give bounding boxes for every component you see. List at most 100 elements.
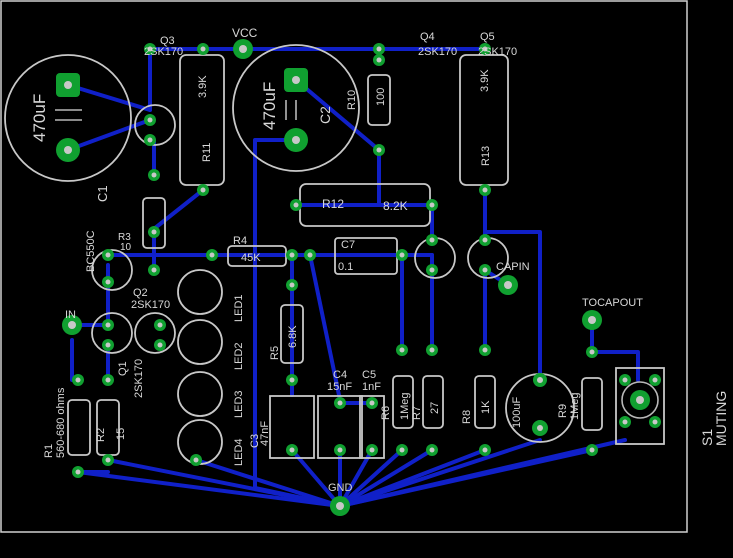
pad-hole	[289, 377, 295, 383]
r5-value: 6.8K	[287, 325, 299, 348]
r11-body	[179, 54, 225, 186]
silkscreen-labels: VCC Q3 2SK170 Q4 2SK170 Q5 2SK170 470uF …	[30, 26, 729, 494]
q1-body	[91, 312, 133, 354]
led3-body	[177, 371, 223, 417]
q1-part: 2SK170	[133, 359, 145, 398]
r6-value: 1Meg	[399, 392, 411, 420]
pad-hole	[369, 447, 375, 453]
pad-hole	[429, 202, 435, 208]
c6-value: 100uF	[511, 397, 523, 428]
pad-hole	[157, 322, 163, 328]
r11-name: R11	[201, 143, 213, 162]
pads	[56, 39, 661, 516]
c4-value: 15nF	[327, 381, 352, 393]
r9-value: 1Meg	[569, 392, 581, 420]
r1-value: 560-680 ohms	[55, 387, 67, 458]
led3-label: LED3	[233, 390, 245, 418]
led2-body	[177, 319, 223, 365]
pad-hole	[151, 229, 157, 235]
pad-hole	[193, 457, 199, 463]
pad-hole	[200, 46, 206, 52]
in-label: IN	[65, 309, 76, 321]
pad-hole	[147, 46, 153, 52]
c3-value: 47nF	[259, 421, 271, 446]
pad-hole	[589, 447, 595, 453]
q4-name: Q4	[420, 31, 435, 43]
c4-body	[317, 395, 363, 459]
pad-hole	[429, 237, 435, 243]
r4-name: R4	[233, 235, 247, 247]
r13-value: 3.9K	[479, 69, 491, 92]
pad-hole	[105, 279, 111, 285]
pad-hole	[482, 187, 488, 193]
vcc-label: VCC	[232, 26, 258, 40]
pad-hole	[429, 347, 435, 353]
r3-name: R3	[118, 232, 131, 243]
bc550c-body	[91, 249, 133, 291]
led2-label: LED2	[233, 342, 245, 370]
r7-name: R7	[411, 406, 423, 420]
pad-hole	[151, 172, 157, 178]
q3-name: Q3	[160, 35, 175, 47]
s1-body	[615, 367, 665, 445]
pad-hole	[376, 147, 382, 153]
copper-traces	[66, 47, 640, 508]
q2-part: 2SK170	[131, 299, 170, 311]
r1-body	[67, 399, 91, 456]
pad-hole	[200, 187, 206, 193]
r5-body	[280, 304, 304, 364]
c1-body	[4, 54, 132, 182]
pad-hole	[293, 202, 299, 208]
pad-hole	[399, 252, 405, 258]
c1-name: C1	[95, 185, 110, 202]
c2-body	[232, 44, 360, 172]
r5-name: R5	[269, 346, 281, 360]
r4-body	[227, 245, 287, 267]
small-pads	[72, 43, 598, 478]
pad-hole	[209, 252, 215, 258]
r12-name: R12	[322, 197, 344, 211]
pad-hole	[105, 377, 111, 383]
pad-hole	[147, 137, 153, 143]
c5-name: C5	[362, 369, 376, 381]
r11-value: 3.9K	[197, 75, 209, 98]
capin-label: CAPIN	[496, 261, 530, 273]
pad-hole	[337, 400, 343, 406]
pad-hole	[482, 267, 488, 273]
board-outline	[0, 0, 688, 533]
q5-part: 2SK170	[478, 46, 517, 58]
q3-body	[134, 104, 176, 146]
r7-value: 27	[429, 402, 441, 414]
r8-body	[474, 375, 496, 429]
r3-body	[142, 197, 166, 249]
pad-hole	[289, 282, 295, 288]
pad-hole	[376, 57, 382, 63]
pad-hole	[105, 322, 111, 328]
c5-value: 1nF	[362, 381, 381, 393]
r12-value: 8.2K	[383, 199, 408, 213]
led4-label: LED4	[233, 438, 245, 466]
c2-value: 470uF	[260, 82, 279, 130]
q3-part: 2SK170	[144, 46, 183, 58]
r2-value: 15	[115, 428, 127, 440]
led1-body	[177, 269, 223, 315]
pad-hole	[75, 469, 81, 475]
c3-name: C3	[249, 434, 261, 448]
r2-name: R2	[95, 428, 107, 442]
pad-hole	[147, 117, 153, 123]
r8-value: 1K	[480, 400, 492, 414]
pad-hole	[399, 347, 405, 353]
pad-hole	[105, 342, 111, 348]
c1-value: 470uF	[30, 94, 49, 142]
r9-name: R9	[557, 404, 569, 418]
r9-body	[581, 377, 603, 431]
pad-hole	[105, 252, 111, 258]
s1-name: S1	[699, 429, 715, 446]
c2-name: C2	[317, 106, 333, 124]
c7-value: 0.1	[338, 261, 353, 273]
pad-hole	[337, 447, 343, 453]
pad-hole	[307, 252, 313, 258]
q4-part: 2SK170	[418, 46, 457, 58]
c7-name: C7	[341, 239, 355, 251]
r3-value: 10	[120, 242, 132, 253]
